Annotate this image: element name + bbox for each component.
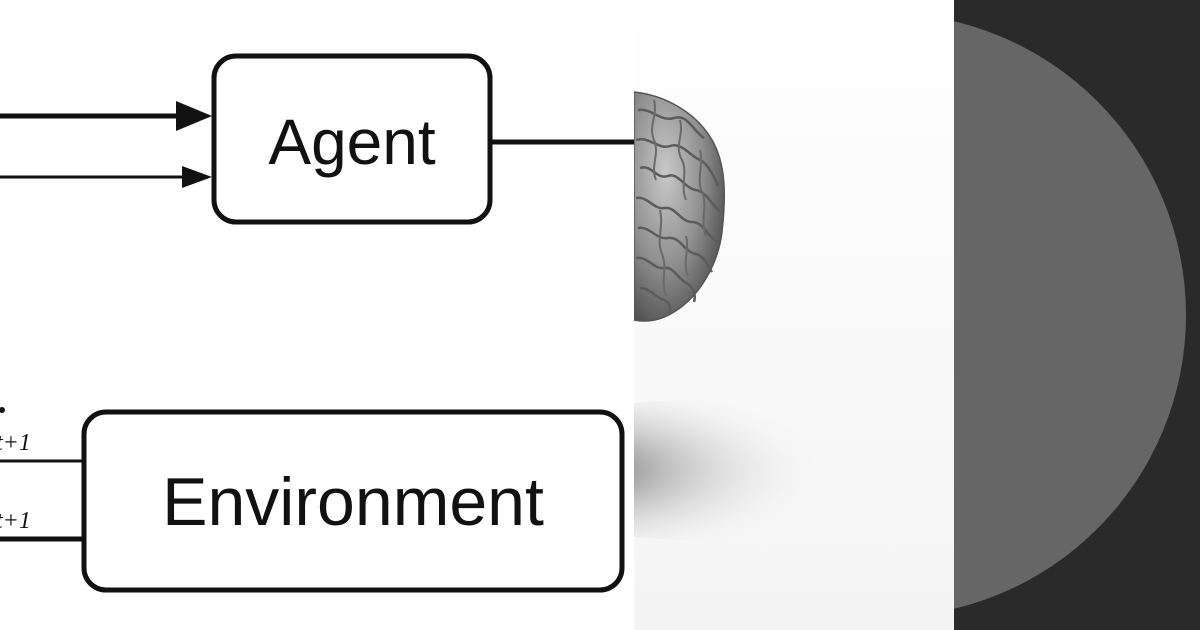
agent-label: Agent <box>268 106 436 178</box>
brain-icon <box>634 0 954 630</box>
state-subscript-label: t+1 <box>0 508 31 534</box>
brain-shadow <box>634 400 894 540</box>
rl-diagram <box>0 53 634 593</box>
agent-box <box>211 53 493 225</box>
grey-circle <box>954 21 1186 609</box>
reward-arrow <box>0 166 212 188</box>
brain-shape <box>634 91 725 322</box>
reward-subscript-label: t+1 <box>0 430 31 456</box>
rl-diagram-panel: Agent Environment t+1 t+1 <box>0 53 634 593</box>
fragment-dot <box>0 407 5 413</box>
environment-box <box>81 409 625 593</box>
circle-panel <box>954 0 1200 630</box>
state-arrow <box>0 101 212 131</box>
brain-photo-panel <box>634 0 954 630</box>
environment-label: Environment <box>162 464 544 540</box>
circle-graphic <box>954 0 1200 630</box>
